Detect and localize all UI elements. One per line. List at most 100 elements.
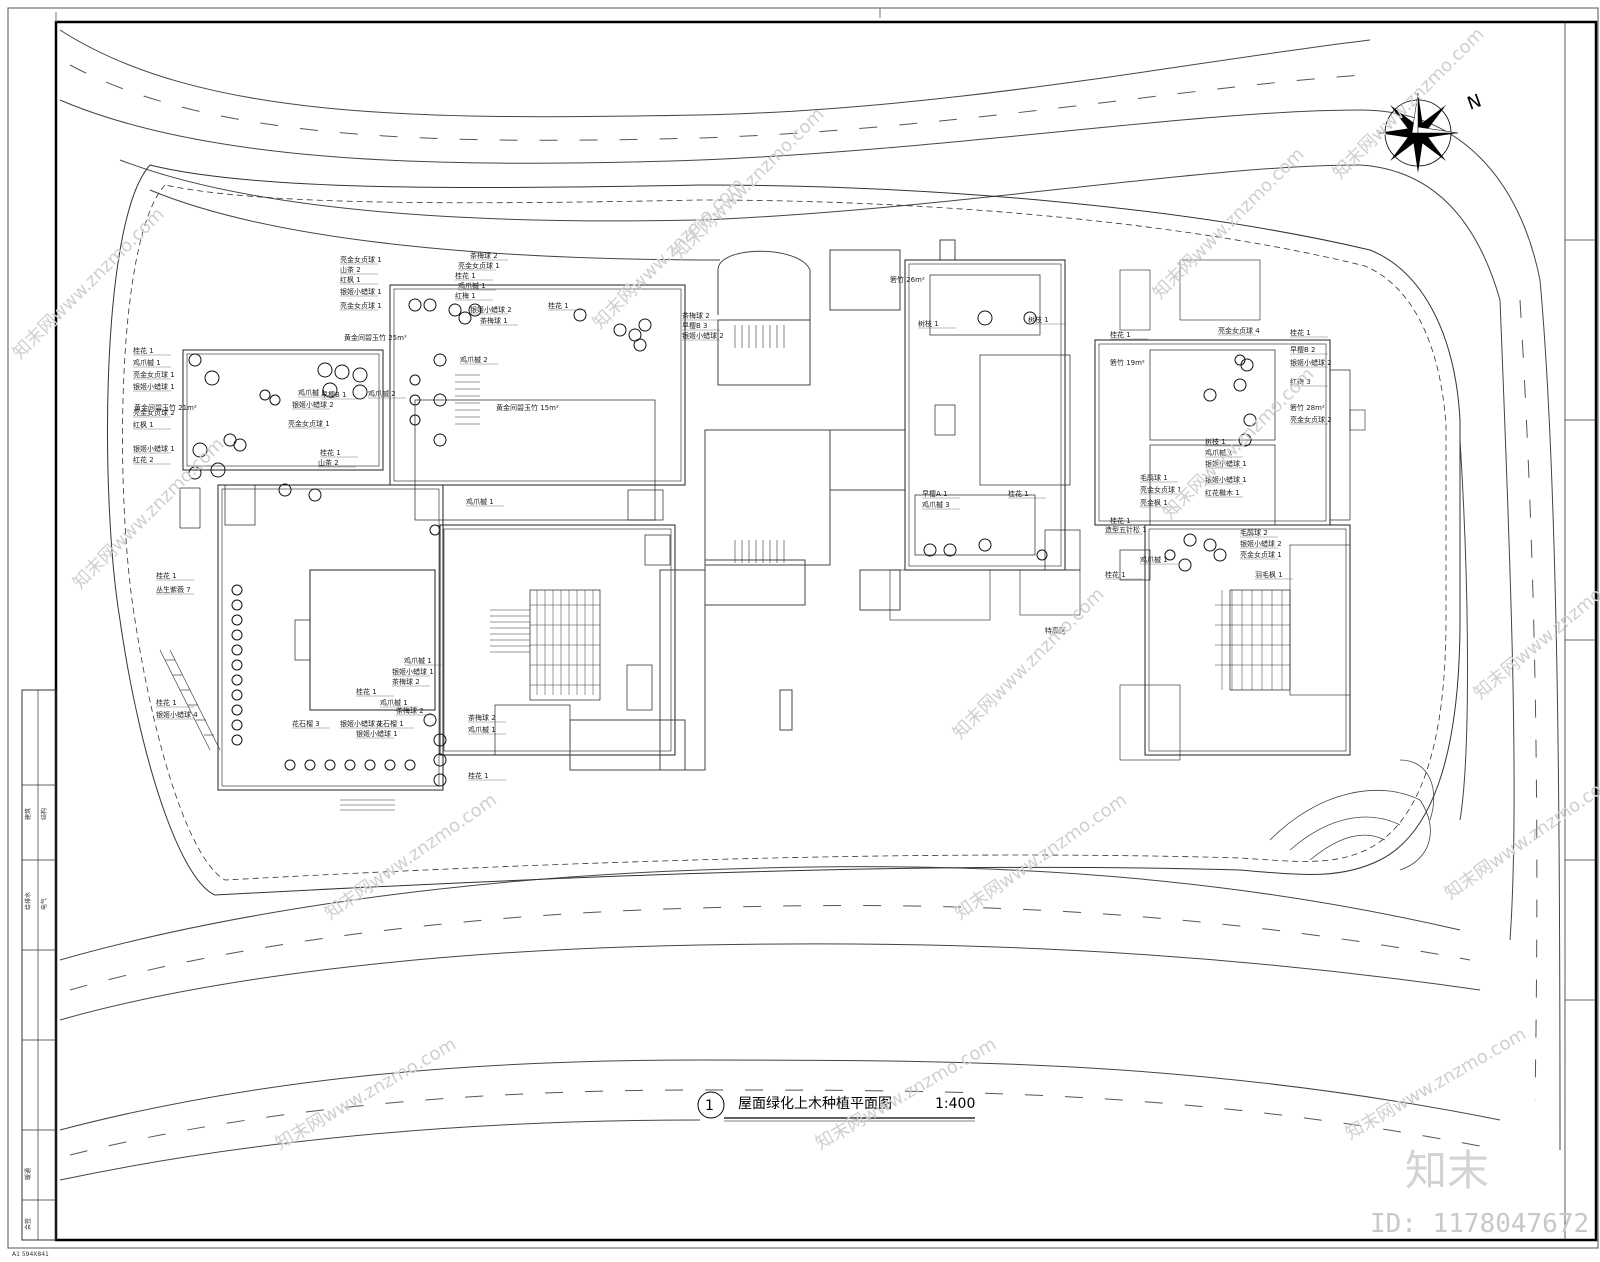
panel-label-architecture: 建筑 [24,808,32,820]
area-label: 黄金间碧玉竹 21m² [134,403,197,412]
plant-label: 树枝 1 [918,319,939,328]
plant-label: 鸡爪槭 1 [404,656,432,665]
detail-number: 1 [705,1098,714,1114]
plant-label: 亮金女贞球 1 [288,419,330,428]
north-label: N [1465,90,1485,114]
stair-hatch-west [340,374,530,811]
panel-label-structure: 结构 [40,808,48,820]
plant-label: 桂花 1 [455,271,476,280]
watermark-text: 知末网www.znzmo.com [949,584,1109,744]
plant-label: 银姬小蜡球 1 [133,444,175,453]
plant-label: 红枫 1 [133,420,154,429]
landscape-feature-southeast [1269,759,1434,871]
plant-label: 毛鹃球 2 [1240,528,1268,537]
plant-label: 红梅 3 [1290,377,1311,386]
plant-label: 桂花 1 [1110,330,1131,339]
outer-frame [7,7,1599,1249]
plant-label: 鸡爪槭 1 [1140,555,1168,564]
area-label: 箬竹 19m² [1110,358,1145,367]
brand-logo: 知末 [1405,1146,1489,1195]
panel-label-plumbing: 给排水 [24,892,32,910]
plant-label: 银姬小蜡球 2 [682,331,724,340]
paper-size-label: A1 594X841 [12,1251,49,1258]
plant-label: 造型五针松 1 [1105,525,1147,534]
grid-hatch-east [1215,590,1290,690]
panel-label-electrical: 电气 [40,898,48,910]
plant-label: 亮金女贞球 1 [133,370,175,379]
drawing-scale: 1:400 [935,1096,975,1112]
building-middle-east [889,259,1081,621]
plant-label: 桂花 1 [356,687,377,696]
right-title-strip [1564,22,1596,1240]
plant-label: 银姬小蜡球 1 [1205,459,1247,468]
plant-label: 鸡爪槭 2 [368,389,396,398]
plant-label: 桂花 1 [1008,489,1029,498]
plant-label: 山茶 2 [318,458,339,467]
plant-label: 红梅 1 [455,291,476,300]
plant-label: 茶梅球 2 [396,706,424,715]
plant-label: 鸡爪槭 1 [466,497,494,506]
plant-label: 亮金女贞球 4 [1218,326,1260,335]
plant-label: 亮金女贞球 1 [1140,485,1182,494]
area-label: 黄金间碧玉竹 25m² [344,333,407,342]
plant-label: 花石榴 3 [292,719,320,728]
plant-label: 银姬小蜡球 1 [1205,475,1247,484]
plant-label: 银姬小蜡球 2 [292,400,334,409]
plant-label: 花石榴 1 [376,719,404,728]
plant-label: 桂花 1 [548,301,569,310]
plant-label: 银姬小蜡球 4 [156,710,198,719]
plant-label: 亮金女贞球 1 [340,301,382,310]
plant-label: 鸡爪槭 3 [922,500,950,509]
plant-label: 鸡爪槭 2 [460,355,488,364]
brand-id: ID: 1178047672 [1370,1209,1589,1239]
watermark-text: 知末网www.znzmo.com [1159,364,1319,524]
area-label: 特高区 [1045,626,1066,635]
watermark-text: 知末网www.znzmo.com [321,789,501,924]
plant-label: 早樱B 2 [1290,345,1315,354]
drawing-border [54,20,1598,1242]
plant-label: 桂花 1 [468,771,489,780]
plant-label: 银姬小蜡球 2 [470,305,512,314]
watermark-text: 知末网www.znzmo.com [1441,769,1600,904]
watermark-text: 知末网www.znzmo.com [1329,24,1489,184]
building-east [1094,259,1366,761]
tree-symbols [188,298,1257,787]
watermark-text: 知末网www.znzmo.com [951,789,1131,924]
panel-label-hvac: 暖通 [24,1168,32,1180]
plant-label: 银姬小蜡球 1 [356,729,398,738]
plant-label: 银姬小蜡球 3 [340,719,382,728]
grid-hatch-west [530,590,600,695]
north-arrow [1378,92,1459,173]
drawing-title: 屋面绿化上木种植平面图 [738,1096,892,1112]
plant-label: 红枫 1 [340,275,361,284]
plant-label: 银姬小蜡球 1 [392,667,434,676]
plant-label: 亮金女贞球 2 [133,408,175,417]
plant-label: 鸡爪槭 1 [133,358,161,367]
plant-label: 红花 2 [133,455,154,464]
plant-label: 亮金女贞球 1 [458,261,500,270]
watermark-text: 知末网www.znzmo.com [272,1034,460,1155]
plant-label: 早樱B 1 [321,390,346,399]
plant-label: 亮金女贞球 1 [1240,550,1282,559]
lane-markings [69,64,1538,1156]
area-label: 箬竹 26m² [890,275,925,284]
watermark-text: 知末网www.znzmo.com [669,104,829,264]
plant-label: 鸡爪槭 1 [468,725,496,734]
plant-label: 茶梅球 2 [470,251,498,260]
plant-label: 亮金女贞球 2 [1290,415,1332,424]
watermark-text: 知末网www.znzmo.com [1149,144,1309,304]
plant-label: 毛鹃球 1 [1140,473,1168,482]
plant-label: 树枝 1 [1205,437,1226,446]
plant-label: 茶梅球 2 [468,713,496,722]
site-boundary [107,164,1461,896]
plant-label: 桂花 1 [156,571,177,580]
plant-label: 银姬小蜡球 2 [1240,539,1282,548]
plant-label: 桂花 1 [1290,328,1311,337]
watermark-text: 知末网www.znzmo.com [1342,1024,1530,1145]
plant-label: 桂花 1 [1110,516,1131,525]
plant-label: 银姬小蜡球 1 [133,382,175,391]
plant-label: 银姬小蜡球 2 [1290,358,1332,367]
plant-label: 丛生紫薇 7 [156,585,191,594]
plant-label: 茶梅球 2 [392,677,420,686]
